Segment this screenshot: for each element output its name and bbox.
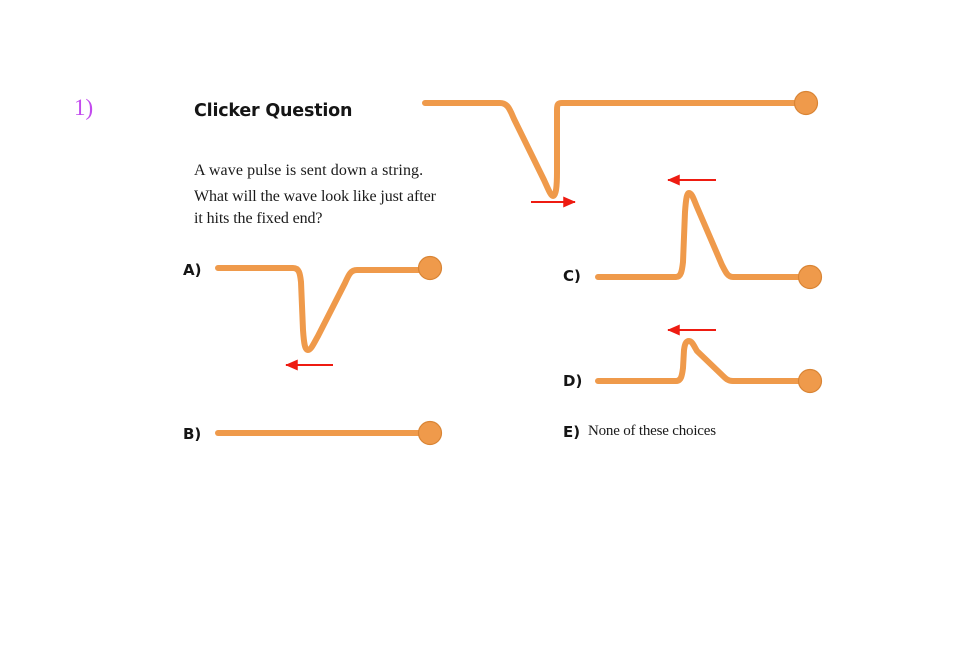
fixed-end-ball-incident <box>793 90 819 116</box>
question-number: 1) <box>74 95 94 120</box>
option-label-a[interactable]: A) <box>183 261 202 279</box>
fixed-end-ball-a <box>417 255 443 281</box>
option-label-b[interactable]: B) <box>183 425 202 443</box>
option-label-e[interactable]: E) <box>563 423 581 441</box>
option-d-string <box>595 338 813 384</box>
fixed-end-ball-b <box>417 420 443 446</box>
option-c-string <box>595 190 813 280</box>
diagram-option-c <box>595 174 823 290</box>
diagram-option-a <box>215 255 443 371</box>
diagram-option-d <box>595 324 823 394</box>
diagram-incident-pulse <box>422 90 819 208</box>
option-a-string <box>215 265 433 353</box>
fixed-end-ball-c <box>797 264 823 290</box>
prompt-line-3: it hits the fixed end? <box>194 210 323 228</box>
page-title: Clicker Question <box>194 101 353 121</box>
question-prompt: A wave pulse is sent down a string. What… <box>194 160 524 231</box>
fixed-end-ball-d <box>797 368 823 394</box>
prompt-line-2: What will the wave look like just after <box>194 187 436 205</box>
option-label-c[interactable]: C) <box>563 267 581 285</box>
prompt-line-1: A wave pulse is sent down a string. <box>194 162 424 179</box>
option-label-d[interactable]: D) <box>563 372 583 390</box>
option-e-text[interactable]: None of these choices <box>588 423 716 439</box>
diagram-option-b <box>215 420 443 446</box>
incident-pulse-string <box>422 100 809 199</box>
